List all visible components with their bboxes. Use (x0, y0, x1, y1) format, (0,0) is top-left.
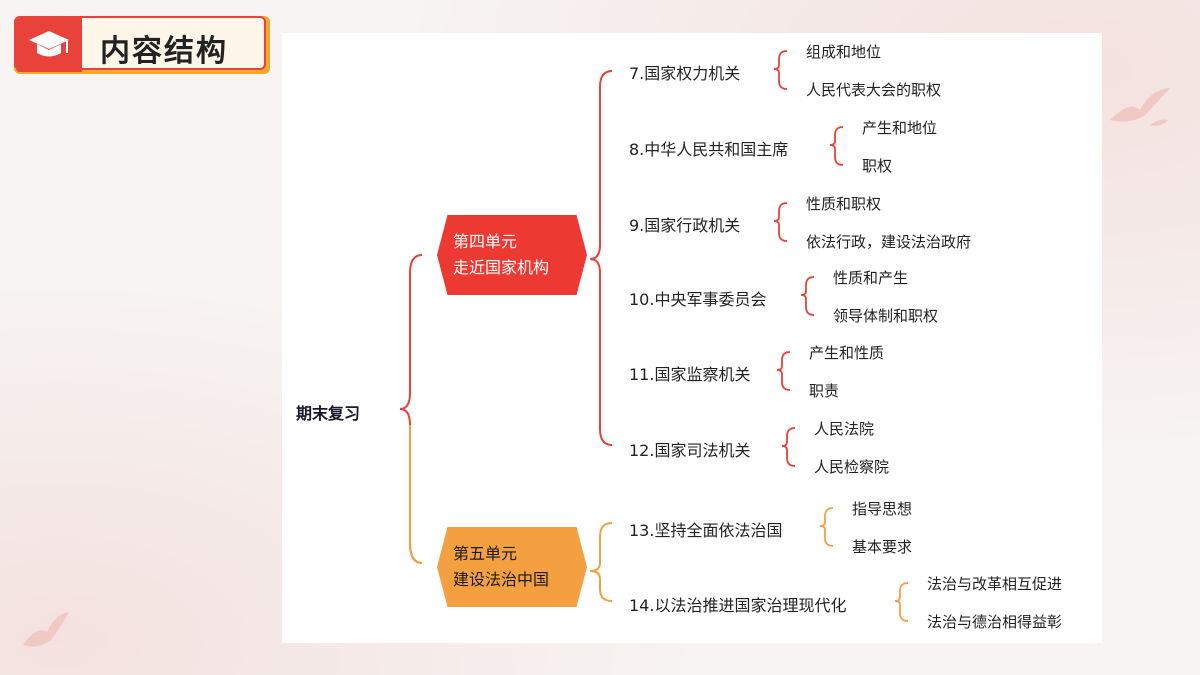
unit-five-line2: 建设法治中国 (453, 570, 550, 589)
title-icon-box (16, 18, 82, 72)
unit-five-line1: 第五单元 (453, 544, 518, 563)
leaf-node: 法治与德治相得益彰 (927, 613, 1063, 631)
leaf-node: 人民法院 (814, 420, 875, 438)
topic-node: 14.以法治推进国家治理现代化 (629, 596, 847, 615)
leaf-node: 组成和地位 (806, 43, 882, 61)
leaf-node: 职责 (809, 382, 840, 400)
leaf-node: 职权 (862, 157, 893, 175)
dove-decoration-icon (23, 612, 69, 647)
connector-lines (399, 50, 909, 622)
dove-decoration-icon (1110, 88, 1170, 126)
section-title-badge: 内容结构 (14, 16, 270, 74)
unit-four-line1: 第四单元 (453, 232, 518, 251)
leaf-node: 人民检察院 (814, 458, 890, 476)
topic-node: 12.国家司法机关 (629, 441, 751, 460)
root-node: 期末复习 (296, 404, 361, 423)
topic-node: 8.中华人民共和国主席 (629, 140, 789, 159)
leaf-node: 性质和职权 (806, 195, 882, 213)
leaf-node: 领导体制和职权 (833, 307, 939, 325)
unit-five-node: 第五单元 建设法治中国 (437, 527, 587, 607)
leaf-node: 法治与改革相互促进 (927, 575, 1063, 593)
leaf-node: 依法行政，建设法治政府 (806, 233, 972, 251)
leaf-node: 产生和性质 (809, 344, 885, 362)
topic-node: 11.国家监察机关 (629, 365, 751, 384)
topic-node: 10.中央军事委员会 (629, 290, 767, 309)
root-bracket-lower (409, 425, 423, 564)
graduation-cap-icon (29, 31, 69, 57)
leaf-node: 性质和产生 (833, 269, 909, 287)
leaf-node: 产生和地位 (862, 119, 938, 137)
leaf-node: 基本要求 (852, 538, 913, 556)
leaf-node: 人民代表大会的职权 (806, 81, 942, 99)
unit-four-line2: 走近国家机构 (453, 258, 550, 277)
unit-four-node: 第四单元 走近国家机构 (437, 215, 587, 295)
section-title-inner: 内容结构 (14, 16, 266, 72)
topic-node: 7.国家权力机关 (629, 64, 741, 83)
leaf-node: 指导思想 (852, 500, 913, 518)
topic-node: 13.坚持全面依法治国 (629, 521, 783, 540)
diagram-panel: 期末复习 第四单元 走近国家机构 第五单元 建设法治中国 7.国家权力机关 组成… (282, 33, 1102, 643)
unit5-bracket (589, 522, 613, 602)
unit4-bracket (589, 70, 613, 446)
topic-node: 9.国家行政机关 (629, 216, 741, 235)
page-title: 内容结构 (100, 34, 228, 69)
